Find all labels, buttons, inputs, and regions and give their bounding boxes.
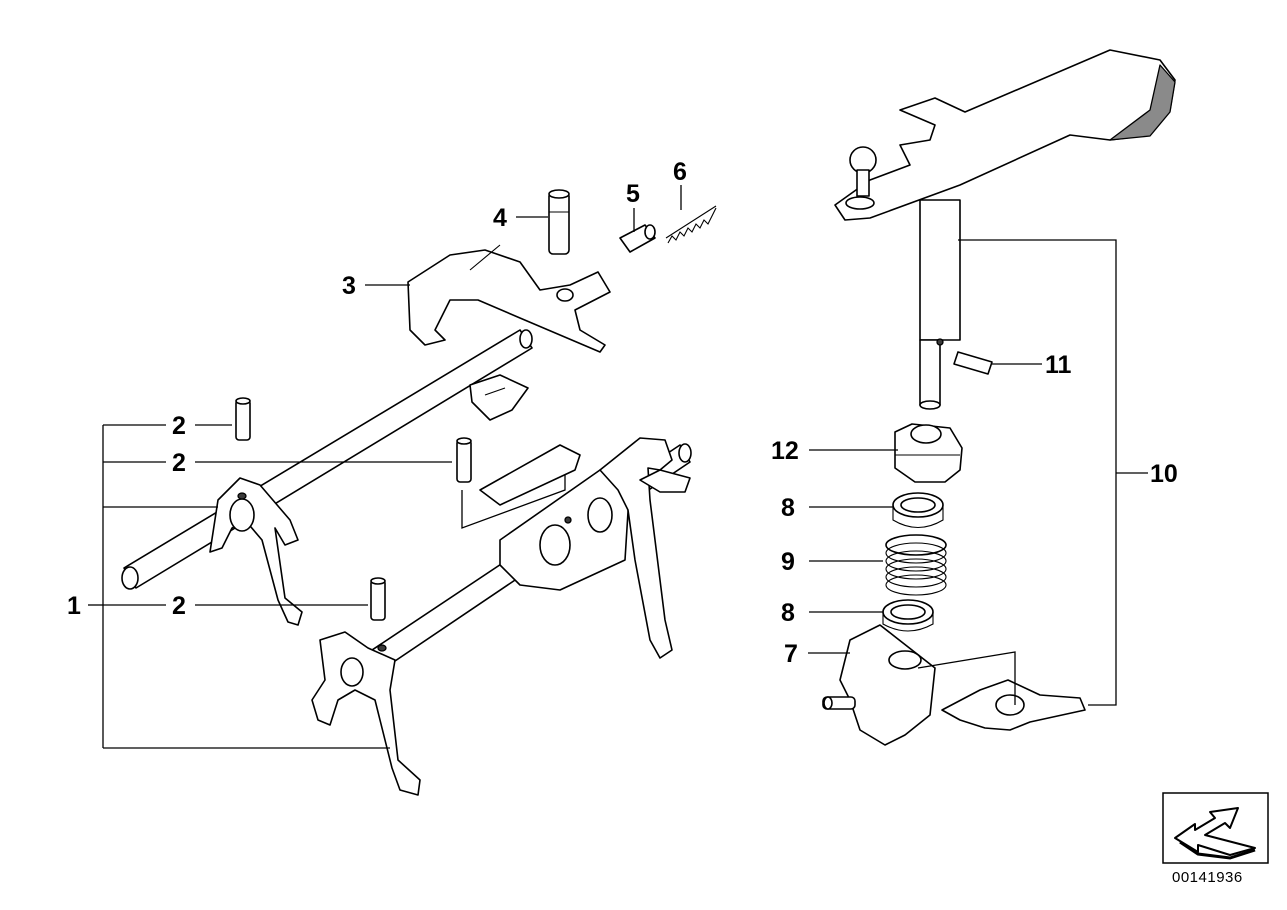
shift-pin — [953, 351, 993, 375]
selector-lever-plate — [407, 244, 611, 353]
roll-pin-lower — [370, 577, 386, 621]
roll-pin-upper — [235, 397, 251, 441]
guide-pin — [548, 189, 570, 255]
callout-2-middle: 2 — [172, 449, 186, 477]
callout-10: 10 — [1150, 460, 1178, 488]
bearing-cup — [894, 423, 963, 483]
gearshift-lever-shaft — [919, 199, 961, 410]
callout-12: 12 — [771, 437, 799, 465]
callout-9: 9 — [781, 548, 795, 576]
coil-spring-large — [885, 534, 947, 596]
lever-housing-bracket — [822, 624, 936, 746]
gearshift-lever-arm — [834, 49, 1176, 221]
callout-6: 6 — [673, 158, 687, 186]
front-direction-arrow-icon — [1162, 792, 1269, 864]
callout-2-upper: 2 — [172, 412, 186, 440]
ring-upper — [892, 492, 944, 529]
callout-5: 5 — [626, 180, 640, 208]
callout-7: 7 — [784, 640, 798, 668]
detail-base-plate — [941, 679, 1086, 731]
callout-11: 11 — [1045, 351, 1072, 379]
callout-8-upper: 8 — [781, 494, 795, 522]
diagram-id-label: 00141936 — [1172, 869, 1243, 886]
shift-fork-right — [599, 437, 691, 659]
callout-1: 1 — [67, 592, 81, 620]
leader-lines — [88, 185, 1148, 749]
callout-4: 4 — [493, 204, 507, 232]
shift-fork-lower-left — [311, 631, 421, 796]
callout-3: 3 — [342, 272, 356, 300]
shift-fork-middle-bracket — [469, 374, 529, 421]
callout-8-lower: 8 — [781, 599, 795, 627]
detent-plunger — [619, 224, 656, 253]
callout-2-lower: 2 — [172, 592, 186, 620]
shift-fork-upper-left — [209, 477, 303, 626]
roll-pin-middle — [456, 437, 472, 483]
compression-spring-small — [665, 205, 717, 244]
ring-lower — [882, 599, 934, 632]
center-selector-block — [479, 444, 631, 591]
